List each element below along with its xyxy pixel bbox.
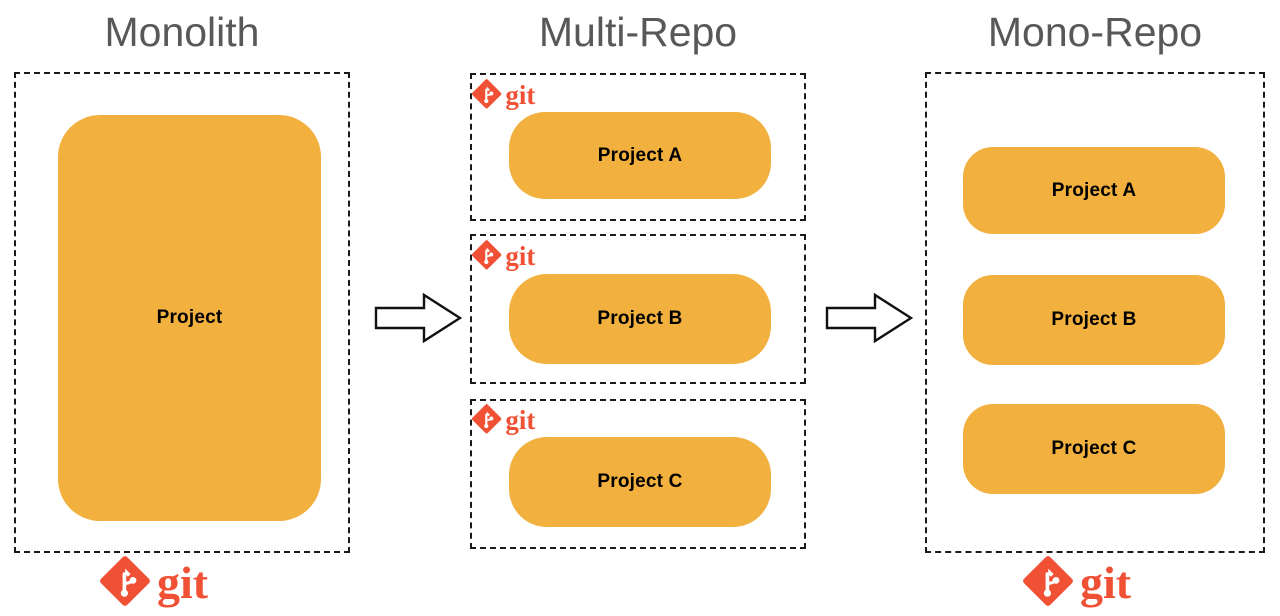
project-card-multi-repo-c[interactable]: Project C: [509, 437, 771, 527]
project-card-monolith-project[interactable]: Project: [58, 115, 321, 521]
arrow-multi-repo-to-mono-repo: [825, 292, 914, 344]
project-card-mono-repo-b[interactable]: Project B: [963, 275, 1225, 365]
svg-text:git: git: [505, 405, 535, 435]
project-card-mono-repo-c[interactable]: Project C: [963, 404, 1225, 494]
svg-text:git: git: [1080, 557, 1132, 608]
git-logo-mono-repo: git: [1023, 556, 1163, 610]
arrow-monolith-to-multi-repo: [374, 292, 463, 344]
svg-text:git: git: [505, 80, 535, 110]
project-card-mono-repo-a[interactable]: Project A: [963, 147, 1225, 234]
svg-text:git: git: [505, 241, 535, 271]
column-title-mono-repo: Mono-Repo: [987, 9, 1203, 55]
column-title-multi-repo: Multi-Repo: [538, 9, 738, 55]
project-card-multi-repo-a[interactable]: Project A: [509, 112, 771, 199]
svg-text:git: git: [157, 557, 209, 608]
git-logo-multi-repo-a: git: [472, 78, 554, 112]
column-title-monolith: Monolith: [104, 9, 260, 55]
project-card-multi-repo-b[interactable]: Project B: [509, 274, 771, 364]
git-logo-multi-repo-b: git: [472, 239, 554, 273]
git-logo-multi-repo-c: git: [472, 403, 554, 437]
git-logo-monolith: git: [100, 556, 240, 610]
